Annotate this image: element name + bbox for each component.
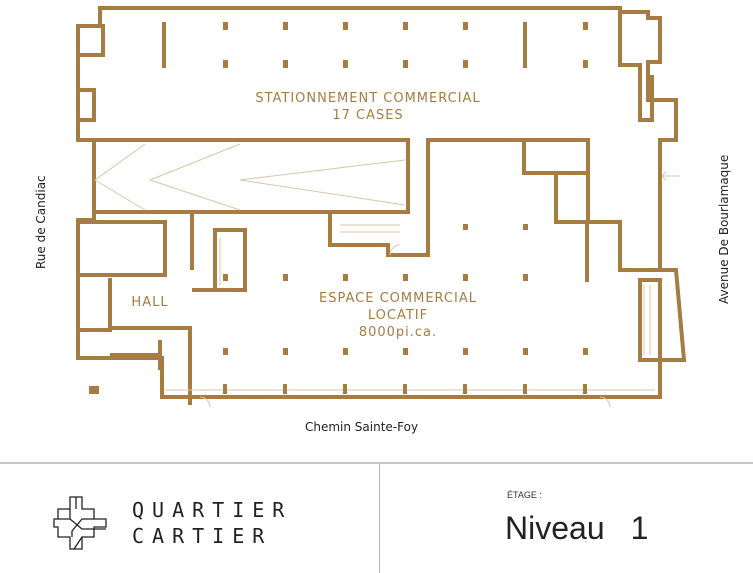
floor-name: Niveau	[505, 510, 605, 546]
column	[403, 348, 408, 355]
street-left: Rue de Candiac	[34, 175, 48, 269]
column	[463, 348, 468, 355]
street-right: Avenue De Bourlamaque	[717, 154, 731, 304]
column	[223, 60, 228, 68]
column	[583, 384, 587, 394]
column	[283, 22, 288, 30]
brand-line2: CARTIER	[132, 524, 273, 548]
column	[523, 224, 528, 230]
hall-walls	[78, 212, 247, 405]
column	[89, 386, 99, 394]
door-swings	[199, 244, 611, 408]
column	[523, 22, 527, 68]
retail-title: ESPACE COMMERCIAL	[319, 291, 477, 306]
column	[283, 384, 287, 394]
column	[343, 348, 348, 355]
right-block	[522, 140, 660, 272]
column	[523, 348, 528, 355]
floor-indicator: Niveau 1	[505, 510, 648, 547]
stair-core	[328, 212, 430, 257]
column	[223, 348, 228, 355]
column	[283, 60, 288, 68]
column	[223, 274, 228, 281]
outer-wall	[76, 6, 687, 399]
column	[463, 22, 468, 30]
core-wall	[426, 138, 590, 224]
parking-title: STATIONNEMENT COMMERCIAL	[255, 91, 481, 106]
column	[463, 224, 468, 230]
floor-label: ÉTAGE :	[507, 490, 542, 500]
right-rooms	[618, 12, 662, 362]
column	[463, 384, 467, 394]
column	[463, 274, 468, 281]
column	[583, 22, 588, 30]
column	[403, 384, 407, 394]
brand-name: QUARTIER CARTIER	[132, 497, 292, 549]
column	[343, 60, 348, 68]
column	[583, 348, 588, 355]
column	[403, 60, 408, 68]
column	[283, 274, 288, 281]
left-rooms	[78, 24, 105, 122]
column	[583, 60, 588, 68]
footer-vertical-divider	[379, 464, 380, 573]
hall-label: HALL	[131, 295, 169, 310]
parking-capacity: 17 CASES	[332, 108, 404, 123]
stairs	[219, 224, 651, 355]
entry-arrow	[661, 171, 680, 181]
columns	[89, 22, 589, 394]
floor-number: 1	[630, 510, 649, 546]
brand-logo-icon	[53, 496, 107, 550]
column	[223, 22, 228, 30]
parking-label: STATIONNEMENT COMMERCIAL 17 CASES	[228, 90, 508, 124]
retail-subtitle: LOCATIF	[367, 308, 429, 323]
column	[585, 222, 589, 282]
column	[343, 274, 348, 281]
column	[523, 274, 528, 281]
hall-lower	[110, 340, 162, 370]
footer-divider	[0, 462, 753, 464]
ramp-wall	[92, 138, 410, 214]
street-bottom: Chemin Sainte-Foy	[305, 420, 419, 434]
ramp-lines	[94, 143, 406, 211]
column	[403, 22, 408, 30]
retail-label: ESPACE COMMERCIAL LOCATIF 8000pi.ca.	[298, 290, 498, 341]
floor-plan	[76, 6, 687, 408]
column	[283, 348, 288, 355]
column	[223, 384, 227, 394]
column	[403, 274, 408, 281]
brand-line1: QUARTIER	[132, 498, 293, 522]
column	[463, 60, 468, 68]
column	[343, 384, 347, 394]
column	[523, 384, 527, 394]
column	[162, 22, 166, 68]
retail-area: 8000pi.ca.	[358, 325, 438, 340]
column	[343, 22, 348, 30]
